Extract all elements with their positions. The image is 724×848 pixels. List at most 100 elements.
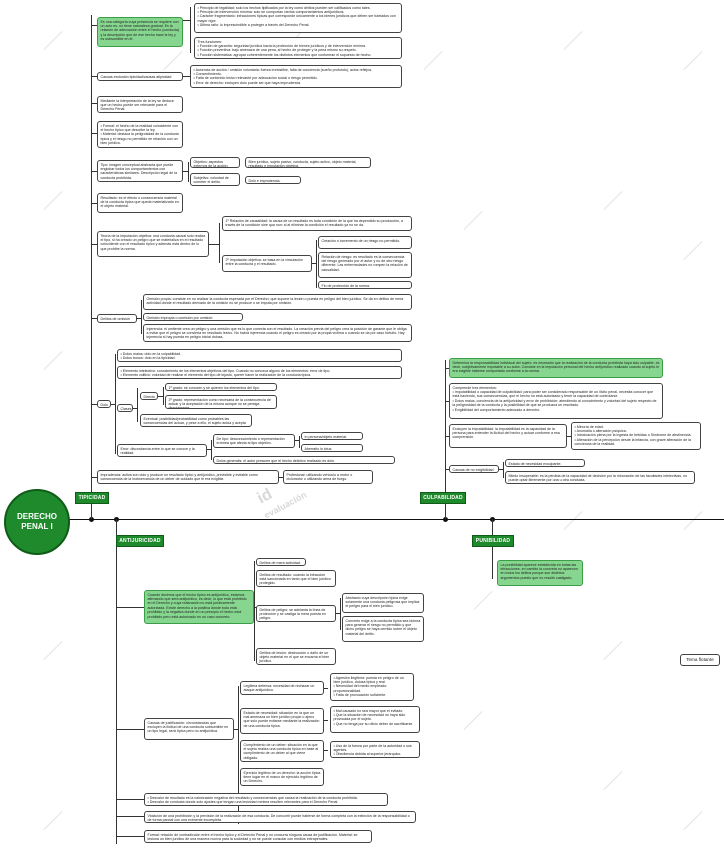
main-spine <box>66 519 724 520</box>
tip-connector <box>91 477 97 478</box>
interpretacion[interactable]: Mediante la interpretación de la ley se … <box>97 96 183 113</box>
dolo-types[interactable]: • Dolus malus: dolo en la culpabilidad. … <box>117 349 402 362</box>
delitos-omision[interactable]: Delitos de omisión <box>97 314 137 323</box>
imprudencia-detail-text: Profesional: utilizando vehículo a motor… <box>286 472 353 481</box>
excluyen-list[interactable]: • Minoría de edad. • Anomalía o alteraci… <box>571 422 701 450</box>
imputacion-segundo[interactable]: 2º Imputación objetiva: se basa en la vi… <box>222 255 312 272</box>
legitima-defensa-text: Legítima defensa: necesidad de rechazar … <box>243 683 315 692</box>
legitima-defensa-list[interactable]: • Agresión ilegítima: puesta en peligro … <box>330 673 414 701</box>
tipicidad-principles[interactable]: • Principio de legalidad: solo los hecho… <box>194 3 402 33</box>
desvalor[interactable]: • Desvalor de resultado es la valorizaci… <box>144 793 388 806</box>
justificacion-text: Causas de justificación: circunstancias … <box>147 720 229 734</box>
imputacion-objetiva[interactable]: Teoría de la imputación objetiva: una co… <box>97 231 209 257</box>
ejercicio-legitimo[interactable]: Ejercicio legítimo de un derecho: la acc… <box>240 768 324 786</box>
delitos-lesion[interactable]: Delitos de lesión: destrucción o daño de… <box>256 648 336 665</box>
formal-material[interactable]: • Formal: el hecho de la realidad coinci… <box>97 121 183 148</box>
violacion-text: Violación de una prohibición y la previs… <box>147 813 410 822</box>
branch-antijuricidad[interactable]: ANTIJURICIDAD <box>116 535 164 547</box>
violacion-prohibicion[interactable]: Violación de una prohibición y la previs… <box>144 811 416 823</box>
deber-item: • Uso de la fuerza por parte de la autor… <box>333 743 412 752</box>
tipicidad-definition[interactable]: Es una categoría cuya presencia se requi… <box>97 17 183 47</box>
causas-justificacion[interactable]: Causas de justificación: circunstancias … <box>144 718 234 740</box>
formal-material-antijuricidad[interactable]: Formal: relación de contradicción entre … <box>144 830 372 843</box>
objetivo-text: Objetivo: aspectos externos de la acción… <box>193 159 229 168</box>
deber-list[interactable]: • Uso de la fuerza por parte de la autor… <box>330 741 420 758</box>
imputacion2-text: 2º Imputación objetiva: se basa en la vi… <box>225 257 303 266</box>
delitos-mera-actividad[interactable]: Delitos de mera actividad. <box>256 558 306 566</box>
exclusion-item: • Error de derecho: excluyen dolo puede … <box>193 80 302 85</box>
resultado[interactable]: Resultado: es el efecto o consecuencia m… <box>97 193 183 213</box>
dolo-segundo-grado[interactable]: 2º grado: representación como necesaria … <box>165 395 277 409</box>
peligro-text: Delitos de peligro: se adelanta la línea… <box>259 607 326 621</box>
error-tipo[interactable]: De tipo: desconocimiento o representació… <box>213 434 295 448</box>
error-dolus-generalis[interactable]: Dolus generalis: el autor presume que el… <box>213 456 395 464</box>
dolo-primer-grado[interactable]: 1º grado: se conocen y se quieren los el… <box>165 383 277 391</box>
dolo[interactable]: Dolo <box>97 400 111 408</box>
relacion-causalidad[interactable]: 1º Relación de causalidad: la causa de u… <box>222 216 412 231</box>
peligro-abstracto-text: Abstracto cuya descripción típica exige … <box>345 595 420 609</box>
exclusion-list[interactable]: • Ausencia de acción / omisión voluntari… <box>190 65 402 88</box>
estado-necesidad[interactable]: Estado de necesidad: situación en la que… <box>240 708 324 734</box>
anti-connector <box>324 720 328 721</box>
imprudencia[interactable]: Imprudencia: activa son dolo y produce u… <box>97 470 279 484</box>
exclusion-label[interactable]: Causas exclusión tipicidad/causas atipic… <box>97 72 183 81</box>
tip-connector <box>158 396 163 397</box>
ejercicio-text: Ejercicio legítimo de un derecho: la acc… <box>243 770 321 784</box>
omision-propia[interactable]: Omisión propia: consiste en no realizar … <box>143 294 412 310</box>
antijuricidad-definition[interactable]: Cuando decimos que el hecho típico es an… <box>144 590 254 624</box>
error-in-persona[interactable]: In persona/objeto material. <box>301 432 363 440</box>
elemento-item: • Exigibilidad del comportamiento adecua… <box>452 407 541 412</box>
estado-necesidad-list[interactable]: • Mal causado no sea mayor que el evitad… <box>330 706 420 733</box>
tip-connector <box>91 203 97 204</box>
culpabilidad-definition[interactable]: Determina la responsabilidad individual … <box>449 358 663 378</box>
tipicidad-functions[interactable]: Tres funciones: • Función de garantía: s… <box>194 37 402 59</box>
antijuricidad-definition-text: Cuando decimos que el hecho típico es an… <box>147 592 247 619</box>
anti-formal-text: Formal: relación de contradicción entre … <box>147 832 358 841</box>
branch-culpabilidad[interactable]: CULPABILIDAD <box>420 492 466 504</box>
root-node[interactable]: DERECHO PENAL I <box>4 489 70 555</box>
tip-connector <box>183 171 188 172</box>
branch-punibilidad[interactable]: PUNIBILIDAD <box>472 535 514 547</box>
omision-impropia[interactable]: Omisión impropia o comisión por omisión: <box>143 313 243 321</box>
tipo-concept[interactable]: Tipo: imagen conceptual abstracta que pu… <box>97 160 183 182</box>
punibilidad-definition[interactable]: La punibilidad aparece establecida en to… <box>497 560 583 586</box>
causas-no-exigibilidad[interactable]: Causas de no exigibilidad <box>449 465 499 473</box>
fin-proteccion-text: Fin de protección de la norma. <box>321 283 371 288</box>
injerencia[interactable]: Injerencia: el omitente crea un peligro … <box>143 324 412 342</box>
resultado-text: Resultado: es el efecto o consecuencia m… <box>100 195 179 209</box>
branch-tipicidad[interactable]: TIPICIDAD <box>75 492 109 504</box>
fin-proteccion[interactable]: Fin de protección de la norma. <box>318 281 412 289</box>
anti-connector <box>116 816 144 817</box>
tipo-objetivo-detail[interactable]: Bien jurídico, sujeto pasivo, conducta, … <box>245 157 371 168</box>
excluyen-imputabilidad[interactable]: Excluyen la imputabilidad: la imputabili… <box>449 424 567 448</box>
relacion-riesgo[interactable]: Relación de riesgo: es resultado es la c… <box>318 252 412 278</box>
tipo-subjetivo[interactable]: Subjetivo: voluntad de cometer el delito… <box>190 173 240 186</box>
floating-topic[interactable]: Tema flotante <box>680 654 720 666</box>
dolo-directo[interactable]: Directo <box>140 392 158 400</box>
delitos-resultado[interactable]: Delitos de resultado: cuando la infracci… <box>256 570 336 587</box>
miedo-insuperable[interactable]: Miedo insuperable: es la pérdida de la c… <box>505 471 695 484</box>
excluyen-item: • Alteración de la percepción desde la i… <box>574 437 692 447</box>
imprudencia-profesional[interactable]: Profesional: utilizando vehículo a motor… <box>283 470 373 484</box>
creacion-riesgo[interactable]: Creación o incremento de un riesgo no pe… <box>318 236 412 249</box>
anti-connector <box>254 561 255 661</box>
tipo-subjetivo-detail[interactable]: Dolo e imprudencia. <box>245 176 301 184</box>
dolo-elements[interactable]: • Elemento intelectivo: conocimiento de … <box>117 366 402 379</box>
injerencia-text: Injerencia: el omitente crea un peligro … <box>146 326 407 340</box>
peligro-abstracto[interactable]: Abstracto cuya descripción típica exige … <box>342 593 424 613</box>
culpabilidad-elementos[interactable]: Comprende tres elementos: • Imputabilida… <box>449 383 663 419</box>
dolo-clases[interactable]: Clases <box>117 404 133 412</box>
function-item: • Función sistemática: agrupar coherente… <box>197 52 372 57</box>
error-discordancia[interactable]: Error: discordancia entre lo que se cono… <box>117 444 207 457</box>
inexigibilidad-label-text: Causas de no exigibilidad <box>452 467 494 472</box>
peligro-concreto[interactable]: Concreto exige a la conducta típica sea … <box>342 616 424 642</box>
culp-connector <box>567 436 571 437</box>
error-aberratio[interactable]: Aberratio in ictus. <box>301 444 363 452</box>
dolo-eventual[interactable]: Eventual: posibilidad/probabilidad como … <box>140 414 252 427</box>
cumplimiento-deber[interactable]: Cumplimiento de un deber: situación en l… <box>240 740 324 762</box>
legitima-defensa[interactable]: Legítima defensa: necesidad de rechazar … <box>240 681 324 695</box>
estado-necesidad-exculpante[interactable]: Estado de necesidad exculpante. <box>505 459 585 467</box>
delitos-peligro[interactable]: Delitos de peligro: se adelanta la línea… <box>256 605 336 622</box>
tipo-objetivo[interactable]: Objetivo: aspectos externos de la acción… <box>190 157 240 168</box>
spine-node-tipicidad <box>89 517 94 522</box>
